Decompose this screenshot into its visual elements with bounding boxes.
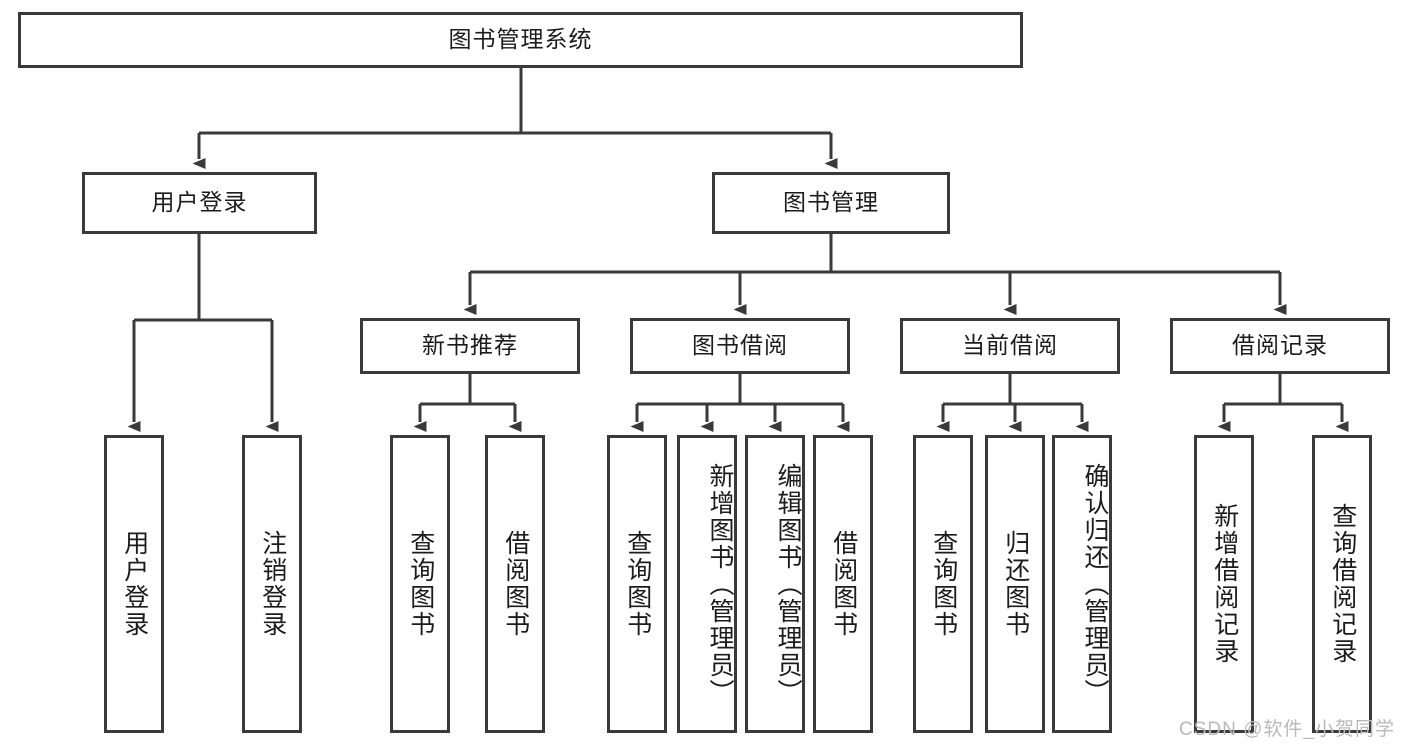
node-book-borrow[interactable]: 图书借阅 [630,318,850,374]
leaf-query-book-3[interactable]: 查询图书 [913,435,973,733]
node-user-login[interactable]: 用户登录 [82,172,317,234]
leaf-borrow-book-1[interactable]: 借阅图书 [485,435,545,733]
leaf-query-book-2-label: 查询图书 [623,530,652,638]
node-root-label: 图书管理系统 [448,26,593,53]
leaf-edit-book[interactable]: 编辑图书（管理员） [745,435,805,733]
node-book-manage[interactable]: 图书管理 [712,172,950,234]
leaf-logout-label: 注销登录 [258,530,287,638]
node-current-borrow-label: 当前借阅 [962,332,1058,359]
leaf-confirm-return-label: 确认归还（管理员） [1081,462,1109,706]
node-user-login-label: 用户登录 [151,189,248,216]
leaf-edit-book-label: 编辑图书（管理员） [774,462,802,706]
leaf-add-record-label: 新增借阅记录 [1210,503,1239,665]
leaf-borrow-book-2-label: 借阅图书 [829,530,858,638]
leaf-borrow-book-2[interactable]: 借阅图书 [813,435,873,733]
node-current-borrow[interactable]: 当前借阅 [900,318,1120,374]
leaf-user-login-label: 用户登录 [120,530,149,638]
leaf-logout[interactable]: 注销登录 [242,435,302,733]
leaf-query-record[interactable]: 查询借阅记录 [1312,435,1372,733]
leaf-query-book-3-label: 查询图书 [929,530,958,638]
node-borrow-record[interactable]: 借阅记录 [1170,318,1390,374]
leaf-return-book-label: 归还图书 [1001,530,1030,638]
node-book-manage-label: 图书管理 [783,189,879,216]
leaf-add-book-label: 新增图书（管理员） [706,462,734,706]
leaf-confirm-return[interactable]: 确认归还（管理员） [1052,435,1112,733]
leaf-query-record-label: 查询借阅记录 [1328,503,1357,665]
leaf-query-book-1-label: 查询图书 [406,530,435,638]
watermark-text: CSDN @软件_小贺同学 [1179,719,1395,740]
leaf-borrow-book-1-label: 借阅图书 [501,530,530,638]
node-new-book-recommend-label: 新书推荐 [422,332,518,359]
leaf-query-book-2[interactable]: 查询图书 [607,435,667,733]
leaf-add-book[interactable]: 新增图书（管理员） [677,435,737,733]
node-borrow-record-label: 借阅记录 [1232,332,1328,359]
node-new-book-recommend[interactable]: 新书推荐 [360,318,580,374]
leaf-query-book-1[interactable]: 查询图书 [390,435,450,733]
leaf-return-book[interactable]: 归还图书 [985,435,1045,733]
leaf-add-record[interactable]: 新增借阅记录 [1194,435,1254,733]
node-root[interactable]: 图书管理系统 [18,12,1023,68]
leaf-user-login[interactable]: 用户登录 [104,435,164,733]
node-book-borrow-label: 图书借阅 [692,332,788,359]
